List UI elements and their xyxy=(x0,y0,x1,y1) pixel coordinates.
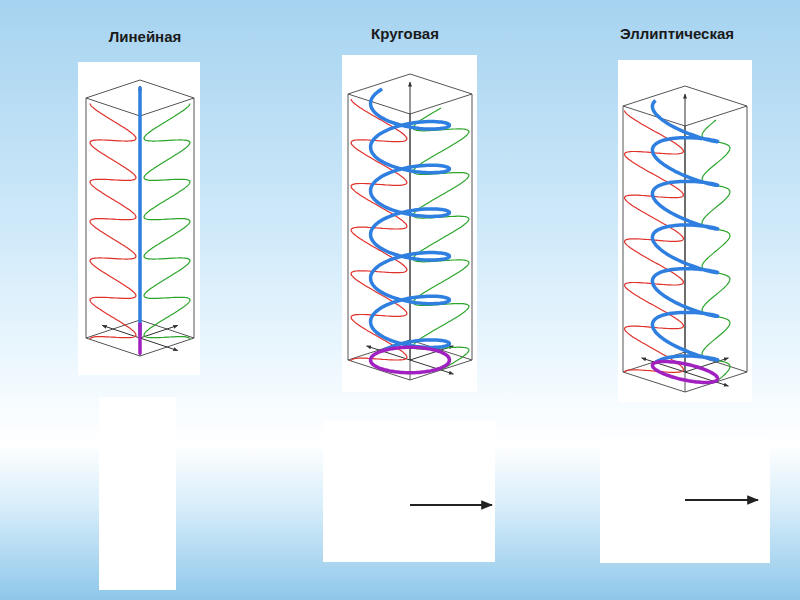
arrow xyxy=(685,499,758,501)
box-edge xyxy=(348,360,410,380)
blank-box xyxy=(323,420,495,562)
blank-box xyxy=(99,397,176,590)
box-edge xyxy=(685,86,747,106)
y-component-wave xyxy=(144,103,190,339)
panel-title: Линейная xyxy=(109,28,182,45)
box-edge xyxy=(86,338,140,356)
y-component-wave xyxy=(413,108,469,370)
wave-curves xyxy=(86,74,747,392)
panel xyxy=(342,55,477,392)
box-edge xyxy=(140,98,194,116)
y-component-wave xyxy=(702,120,730,382)
box-edge xyxy=(685,106,747,126)
field-vector-trace xyxy=(371,89,450,351)
box-edge xyxy=(472,94,473,360)
box-edge xyxy=(86,80,140,98)
box-edge xyxy=(747,106,748,372)
polarization-shape xyxy=(652,362,717,383)
x-component-wave xyxy=(90,103,136,339)
box-edge xyxy=(410,94,472,114)
arrow xyxy=(410,504,492,506)
box-edge xyxy=(140,80,194,98)
polarization-shape xyxy=(138,323,142,354)
field-vector-trace xyxy=(138,87,142,335)
box-edge xyxy=(86,98,140,116)
box-edge xyxy=(623,372,685,392)
panel xyxy=(78,62,200,375)
polarization-shape xyxy=(371,347,450,372)
box-edge xyxy=(623,106,624,372)
box-edge xyxy=(140,320,194,338)
blank-box xyxy=(600,438,770,563)
field-vector-trace xyxy=(652,101,717,363)
box-edge xyxy=(86,320,140,338)
propagation-axis xyxy=(140,86,141,338)
x-axis xyxy=(140,338,178,351)
box-edge xyxy=(194,98,195,338)
box-edge xyxy=(348,94,410,114)
box-edge xyxy=(348,94,349,360)
box-edge xyxy=(410,74,472,94)
panel xyxy=(618,60,752,402)
panel-title: Эллиптическая xyxy=(620,25,734,42)
propagation-axis xyxy=(685,94,686,372)
panel-title: Круговая xyxy=(371,25,439,42)
box-edge xyxy=(86,98,87,338)
x-component-wave xyxy=(351,99,407,361)
box-edge xyxy=(140,338,194,356)
